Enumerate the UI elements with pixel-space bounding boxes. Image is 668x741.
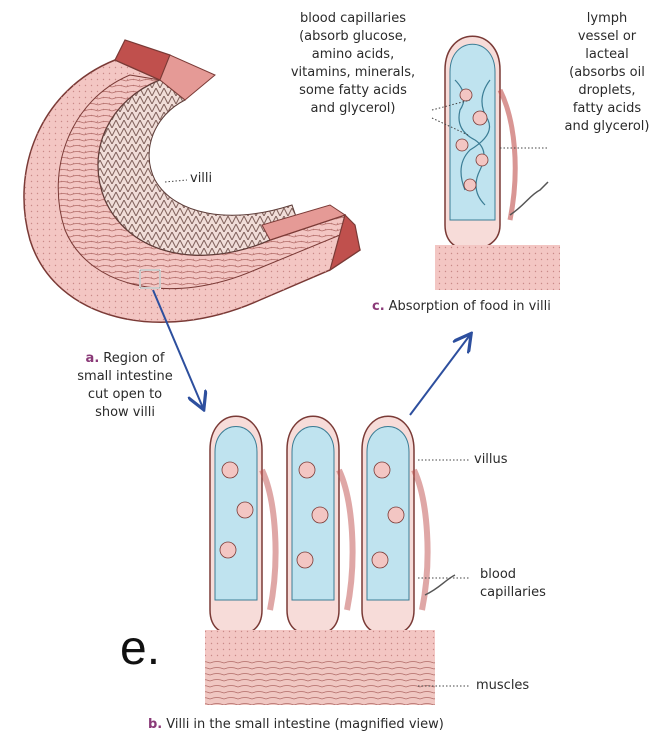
villi-leader (165, 180, 187, 182)
label-villi: villi (190, 170, 212, 188)
label-muscles: muscles (476, 677, 529, 695)
villi-magnified (205, 416, 455, 705)
single-villus (435, 36, 560, 290)
caption-b: b. Villi in the small intestine (magnifie… (148, 716, 444, 734)
label-villus: villus (474, 451, 508, 469)
caption-c-letter: c. (372, 299, 385, 314)
label-blood-capillaries-top: blood capillaries (absorb glucose, amino… (278, 10, 428, 118)
arrow-to-absorption (410, 335, 470, 415)
caption-b-text: Villi in the small intestine (magnified … (166, 717, 444, 732)
caption-c: c. Absorption of food in villi (372, 298, 551, 316)
caption-a-letter: a. (86, 351, 100, 366)
label-lymph-vessel: lymph vessel or lacteal (absorbs oil dro… (548, 10, 666, 136)
caption-a: a.Region of small intestine cut open to … (60, 350, 190, 422)
stray-character: e. (120, 625, 160, 673)
caption-c-text: Absorption of food in villi (389, 299, 551, 314)
label-blood-capillaries-bottom: blood capillaries (480, 566, 546, 602)
caption-b-letter: b. (148, 717, 162, 732)
